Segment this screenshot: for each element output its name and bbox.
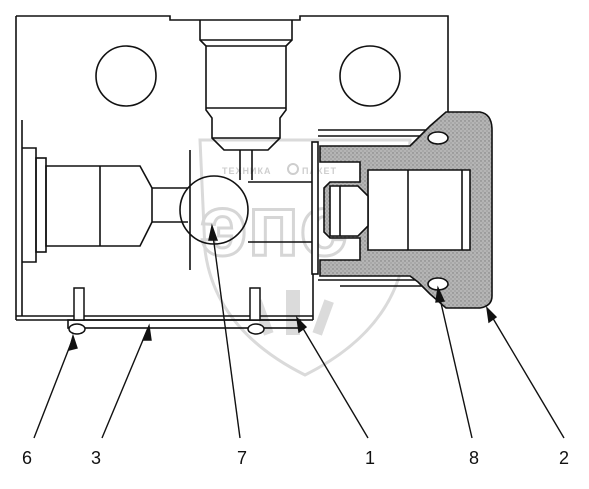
watermark-brand-right: ПАКЕТ xyxy=(302,166,337,176)
mounting-hole-right xyxy=(339,45,401,107)
watermark-brand-left: ТЕХНИКА xyxy=(222,166,271,176)
leader-1 xyxy=(297,319,369,439)
top-port xyxy=(199,20,293,180)
callout-7: 7 xyxy=(237,448,247,468)
mounting-hole-left xyxy=(95,45,157,107)
leader-lines xyxy=(33,223,565,439)
gear-icon xyxy=(287,163,299,175)
callout-2: 2 xyxy=(559,448,569,468)
leader-2 xyxy=(487,309,565,439)
leader-8 xyxy=(437,289,473,439)
o-ring-top xyxy=(427,131,449,145)
callout-3: 3 xyxy=(91,448,101,468)
callout-labels: 6 3 7 1 8 2 xyxy=(22,448,569,468)
callout-8: 8 xyxy=(469,448,479,468)
left-port xyxy=(22,147,188,263)
leader-3 xyxy=(101,327,149,439)
valve-body xyxy=(15,15,449,329)
callout-1: 1 xyxy=(365,448,375,468)
bolts xyxy=(68,287,265,335)
right-fitting xyxy=(311,110,493,320)
leader-6 xyxy=(33,337,74,439)
callout-6: 6 xyxy=(22,448,32,468)
leader-7 xyxy=(211,227,241,439)
